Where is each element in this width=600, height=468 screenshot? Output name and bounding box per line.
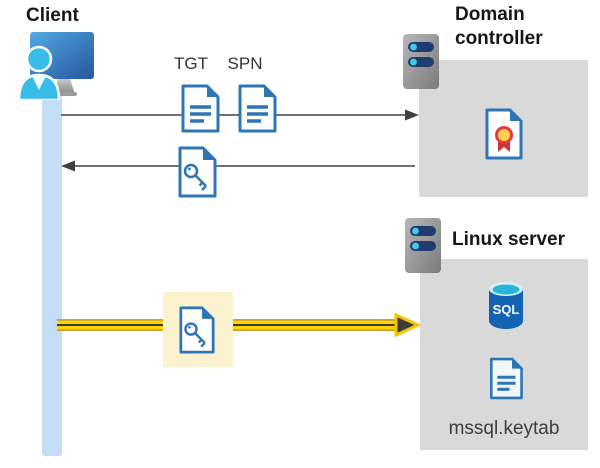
keytab-label: mssql.keytab	[448, 418, 560, 439]
sql-icon-label: SQL	[493, 302, 520, 317]
person-icon	[17, 45, 61, 100]
certificate-icon	[485, 108, 523, 160]
domain-controller-label: Domain controller	[455, 4, 543, 49]
domain-controller-server-icon	[403, 34, 439, 89]
auth-arrow-yellow	[57, 312, 420, 338]
linux-server-server-icon	[405, 218, 441, 273]
request-arrow	[61, 109, 419, 121]
client-label: Client	[26, 5, 79, 26]
tgt-document-icon	[181, 84, 220, 133]
sql-database-icon: SQL	[489, 282, 523, 329]
spn-label: SPN	[227, 54, 263, 73]
ticket-key-document-icon	[178, 146, 217, 198]
linux-server-label: Linux server	[452, 229, 565, 250]
client-timeline-bar	[42, 94, 62, 456]
response-arrow	[61, 160, 415, 172]
highlighted-key-document-icon	[179, 306, 215, 354]
spn-document-icon	[238, 84, 277, 133]
client-computer-icon	[17, 32, 94, 100]
keytab-document-icon	[490, 357, 523, 400]
tgt-label: TGT	[174, 54, 208, 73]
